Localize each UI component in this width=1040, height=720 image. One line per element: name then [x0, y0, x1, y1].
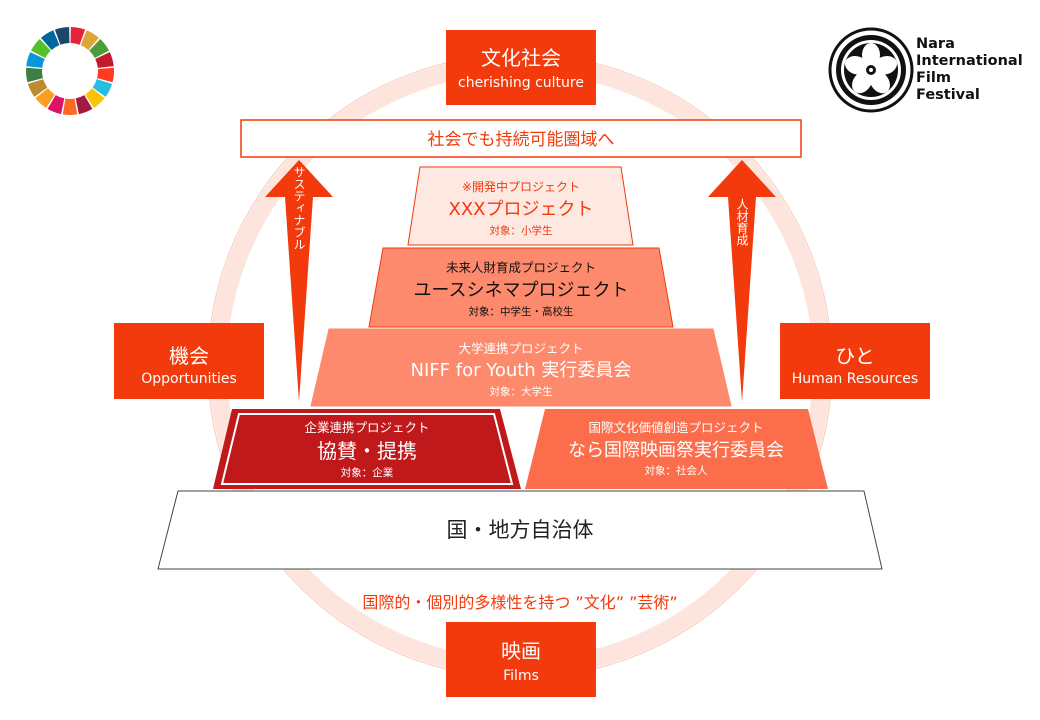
sdg-wheel-icon — [25, 27, 114, 115]
sdg-segment — [62, 98, 78, 115]
banner-text: 社会でも持続可能圏域へ — [428, 130, 615, 150]
sustainable-arrow — [265, 160, 333, 402]
tier4-left-target: 対象：企業 — [341, 466, 394, 479]
culture-society-box: 文化社会 cherishing culture — [446, 30, 596, 105]
sdg-segment — [92, 79, 113, 97]
sdg-segment — [27, 79, 48, 97]
banner-box — [240, 119, 802, 158]
sustainable-arrow-label: サスティナブル — [292, 166, 306, 250]
tier2-small: 未来人財育成プロジェクト — [446, 260, 596, 275]
base-box — [157, 490, 883, 570]
tier3-main: NIFF for Youth 実行委員会 — [411, 360, 632, 381]
base-text: 国・地方自治体 — [447, 518, 594, 542]
tier4-right-small: 国際文化価値創造プロジェクト — [588, 420, 763, 435]
sdg-segment — [70, 27, 86, 45]
sdg-segment — [25, 67, 43, 83]
tier2-main: ユースシネマプロジェクト — [413, 280, 628, 301]
logo-line2: International — [916, 53, 1023, 69]
sdg-segment — [95, 52, 114, 68]
films-title: 映画 — [501, 639, 541, 663]
sdg-segment — [80, 30, 100, 50]
tier4-left-small: 企業連携プロジェクト — [304, 420, 429, 435]
culture-society-title: 文化社会 — [481, 46, 561, 70]
sdg-segment — [30, 39, 51, 59]
tier4-left-box — [213, 409, 521, 489]
films-box: 映画 Films — [446, 622, 596, 697]
logo-line4: Festival — [916, 87, 980, 103]
sdg-segment — [75, 95, 93, 115]
tier4-right-box — [525, 409, 828, 489]
human-resources-subtitle: Human Resources — [791, 371, 919, 387]
sdg-segment — [26, 52, 45, 68]
sdg-segment — [89, 39, 110, 59]
tier4-right-target: 対象：社会人 — [645, 464, 708, 477]
human-resources-title: ひと — [835, 344, 875, 368]
opportunities-subtitle: Opportunities — [141, 371, 237, 387]
tier1-main: XXXプロジェクト — [449, 199, 594, 220]
tier3-small: 大学連携プロジェクト — [458, 341, 583, 356]
tier1-small: ※開発中プロジェクト — [462, 179, 580, 194]
sdg-segment — [47, 95, 65, 115]
sdg-segment — [35, 88, 55, 108]
nara-film-festival-emblem-icon — [828, 27, 914, 113]
logo-line3: Film — [916, 70, 951, 86]
tier3-target: 対象：大学生 — [490, 385, 553, 398]
sdg-segment — [97, 67, 114, 83]
films-subtitle: Films — [503, 668, 539, 684]
tier2-box — [368, 247, 674, 328]
diversity-text: 国際的・個別的多様性を持つ ”文化” ”芸術” — [362, 593, 677, 612]
tier4-left-inner-border — [220, 413, 514, 485]
opportunities-title: 機会 — [169, 344, 209, 368]
opportunities-box: 機会 Opportunities — [114, 323, 264, 399]
sdg-segment — [54, 27, 70, 45]
human-resource-arrow-label: 人材育成 — [735, 198, 749, 247]
tier2-target: 対象：中学生・高校生 — [469, 305, 574, 318]
tier4-left-main: 協賛・提携 — [317, 439, 417, 463]
tier3-box — [310, 328, 732, 407]
tier1-target: 対象：小学生 — [490, 224, 553, 237]
sdg-segment — [85, 88, 105, 108]
sdg-segment — [40, 30, 60, 50]
culture-society-subtitle: cherishing culture — [458, 75, 584, 91]
nara-film-festival-logo-text: Nara International Film Festival — [916, 36, 1023, 104]
tier1-box — [407, 166, 634, 246]
human-resource-arrow — [708, 160, 776, 402]
logo-line1: Nara — [916, 36, 955, 52]
human-resources-box: ひと Human Resources — [780, 323, 930, 399]
tier4-right-main: なら国際映画祭実行委員会 — [568, 440, 784, 461]
